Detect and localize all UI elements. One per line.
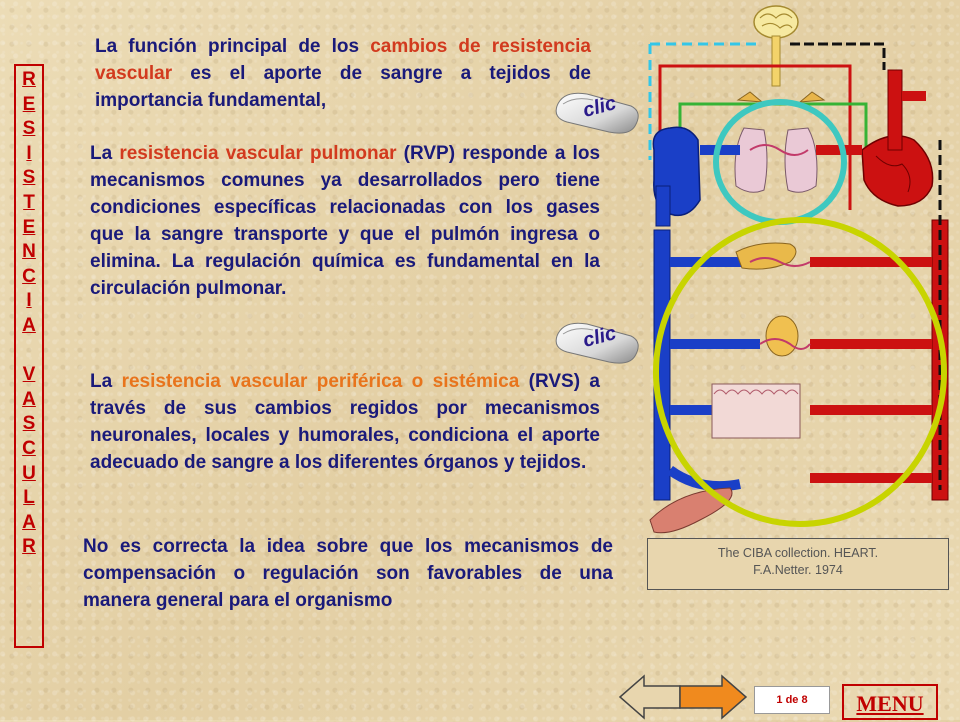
vertical-title-letter: I [26, 290, 32, 312]
vertical-title-letter: E [22, 93, 36, 115]
p4-text: No es correcta la idea sobre que los mec… [83, 536, 613, 611]
forward-arrow-icon[interactable] [679, 674, 748, 720]
p3-highlight: resistencia vascular periférica o sistém… [121, 371, 520, 392]
vertical-title-letter: S [22, 167, 36, 189]
paragraph-systemic-resistance: La resistencia vascular periférica o sis… [90, 368, 600, 476]
vertical-title-letter: I [26, 142, 32, 164]
systemic-highlight-circle [653, 217, 947, 527]
p2-text-b: (RVP) responde a los mecanismos comunes … [90, 143, 601, 299]
paragraph-compensation-note: No es correcta la idea sobre que los mec… [83, 533, 613, 614]
vertical-title-letter: A [22, 314, 36, 336]
p3-text-a: La [90, 371, 122, 392]
back-arrow-icon[interactable] [618, 674, 681, 720]
menu-button[interactable]: MENU [842, 684, 938, 720]
p2-text-a: La [90, 143, 120, 164]
kidney-capillary-bed [670, 315, 932, 357]
vertical-title-letter: R [22, 536, 36, 558]
vertical-title-letter: V [22, 364, 36, 386]
credit-line-2: F.A.Netter. 1974 [753, 563, 843, 577]
vertical-title-letter: U [22, 462, 36, 484]
clic-button-systemic[interactable]: clic [553, 318, 643, 366]
vertical-title-letter: A [22, 511, 36, 533]
circulation-diagram [648, 5, 949, 534]
page-indicator: 1 de 8 [754, 686, 830, 714]
clic-button-pulmonary[interactable]: clic [553, 88, 643, 136]
p1-text-a: La función principal de los [95, 36, 371, 57]
vertical-title-letter: T [23, 191, 35, 213]
brain-illustration [736, 5, 826, 103]
vertical-title-letter: C [22, 265, 36, 287]
paragraph-main-function: La función principal de los cambios de r… [95, 33, 591, 114]
mouse-icon [555, 92, 639, 134]
p2-highlight: resistencia vascular pulmonar [119, 143, 397, 164]
p1-text-b: es el aporte de sangre a tejidos de impo… [95, 63, 591, 111]
navigation-arrows[interactable] [618, 674, 748, 720]
p1-highlight: cambios de resistencia vascular [95, 36, 591, 84]
liver-capillary-bed [670, 242, 932, 270]
vertical-title-letter: A [22, 388, 36, 410]
p3-text-b: (RVS) a través de sus cambios regidos po… [90, 371, 600, 473]
right-heart [652, 126, 701, 227]
left-heart [861, 69, 934, 207]
vertical-title-letter [26, 339, 31, 364]
vertical-title-letter: N [22, 241, 36, 263]
mouse-icon [555, 322, 639, 364]
vertical-title-letter: R [22, 69, 36, 90]
vertical-title-letter: L [23, 487, 35, 509]
paragraph-pulmonary-resistance: La resistencia vascular pulmonar (RVP) r… [90, 140, 600, 302]
intestine-capillary-bed [670, 383, 932, 439]
vertical-title-letter: C [22, 437, 36, 459]
credit-line-1: The CIBA collection. HEART. [717, 546, 879, 560]
vertical-title-letter: S [22, 413, 36, 435]
vertical-title-letter: S [22, 118, 36, 140]
vertical-title-letter: E [22, 216, 36, 238]
image-credit: The CIBA collection. HEART. F.A.Netter. … [647, 538, 949, 590]
